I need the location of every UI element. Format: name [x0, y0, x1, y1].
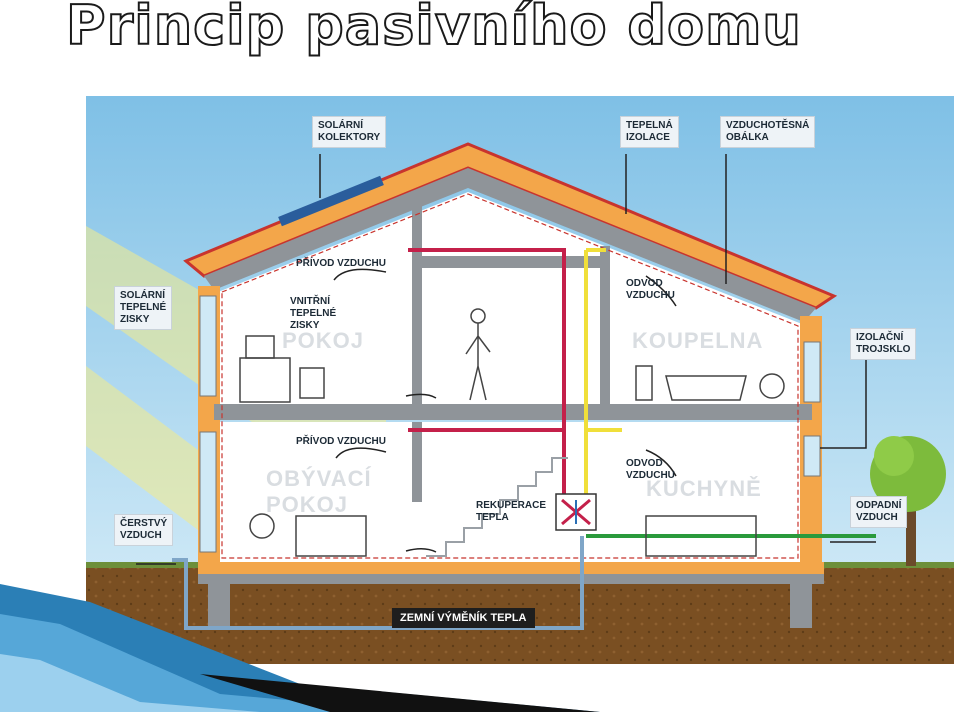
window-lower-left — [199, 431, 217, 553]
room-label-living-room: OBÝVACÍ POKOJ — [266, 466, 372, 517]
supply-duct — [408, 248, 566, 516]
mezzanine — [422, 256, 600, 268]
label-air-supply-upper: PŘÍVOD VZDUCHU — [296, 258, 387, 269]
foundation-left — [208, 584, 230, 628]
slide-decoration-swoosh — [0, 584, 600, 712]
partition-lower — [412, 422, 422, 502]
foundation — [198, 574, 824, 584]
tree — [870, 436, 946, 566]
label-thermal-insulation: TEPELNÁ IZOLACE — [620, 116, 679, 148]
heat-recovery-unit — [555, 493, 597, 531]
staircase — [426, 457, 568, 557]
label-internal-gains: VNITŘNÍ TEPELNÉ ZISKY — [290, 296, 337, 331]
window-lower-right — [803, 435, 821, 477]
roof-underside — [204, 168, 816, 322]
label-solar-collectors: SOLÁRNÍ KOLEKTORY — [312, 116, 387, 148]
ground-heat-duct — [172, 536, 584, 630]
solar-collector-panel — [278, 175, 384, 227]
passive-house-diagram: SOLÁRNÍ KOLEKTORY TEPELNÁ IZOLACE VZDUCH… — [86, 96, 954, 664]
attic-interior — [218, 192, 802, 414]
leader-lines — [319, 154, 867, 449]
floor-slab — [198, 562, 824, 574]
airtight-envelope-line — [221, 193, 799, 559]
label-air-removal-lower: ODVOD VZDUCHU — [626, 458, 675, 481]
label-heat-recovery: REKUPERACE TEPLA — [476, 500, 547, 523]
label-air-supply-lower: PŘÍVOD VZDUCHU — [296, 436, 387, 447]
house-cross-section — [86, 96, 954, 664]
window-upper-left — [199, 295, 217, 397]
airflow-arrows — [136, 268, 876, 565]
room-label-bathroom: KOUPELNA — [632, 328, 764, 353]
label-airtight-envelope: VZDUCHOTĚSNÁ OBÁLKA — [720, 116, 816, 148]
label-exhaust-air: ODPADNÍ VZDUCH — [850, 496, 908, 528]
label-ground-heat-exchanger: ZEMNÍ VÝMĚNÍK TEPLA — [392, 608, 535, 628]
upper-floor-slab — [214, 404, 812, 420]
window-upper-right — [803, 341, 821, 403]
label-solar-gains: SOLÁRNÍ TEPELNÉ ZISKY — [114, 286, 173, 330]
ground-floor-interior — [218, 422, 802, 562]
room-label-kitchen: KUCHYNĚ — [646, 476, 762, 501]
room-label-room: POKOJ — [282, 328, 365, 353]
partition-upper — [412, 196, 422, 406]
partition-upper-right — [600, 246, 610, 406]
furniture — [239, 308, 785, 557]
slide-title: Princip pasivního domu — [65, 0, 802, 58]
foundation-right — [790, 584, 812, 628]
label-triple-glazing: IZOLAČNÍ TROJSKLO — [850, 328, 917, 360]
exhaust-duct — [584, 248, 622, 516]
label-air-removal-upper: ODVOD VZDUCHU — [626, 278, 675, 301]
label-fresh-air: ČERSTVÝ VZDUCH — [114, 514, 174, 546]
